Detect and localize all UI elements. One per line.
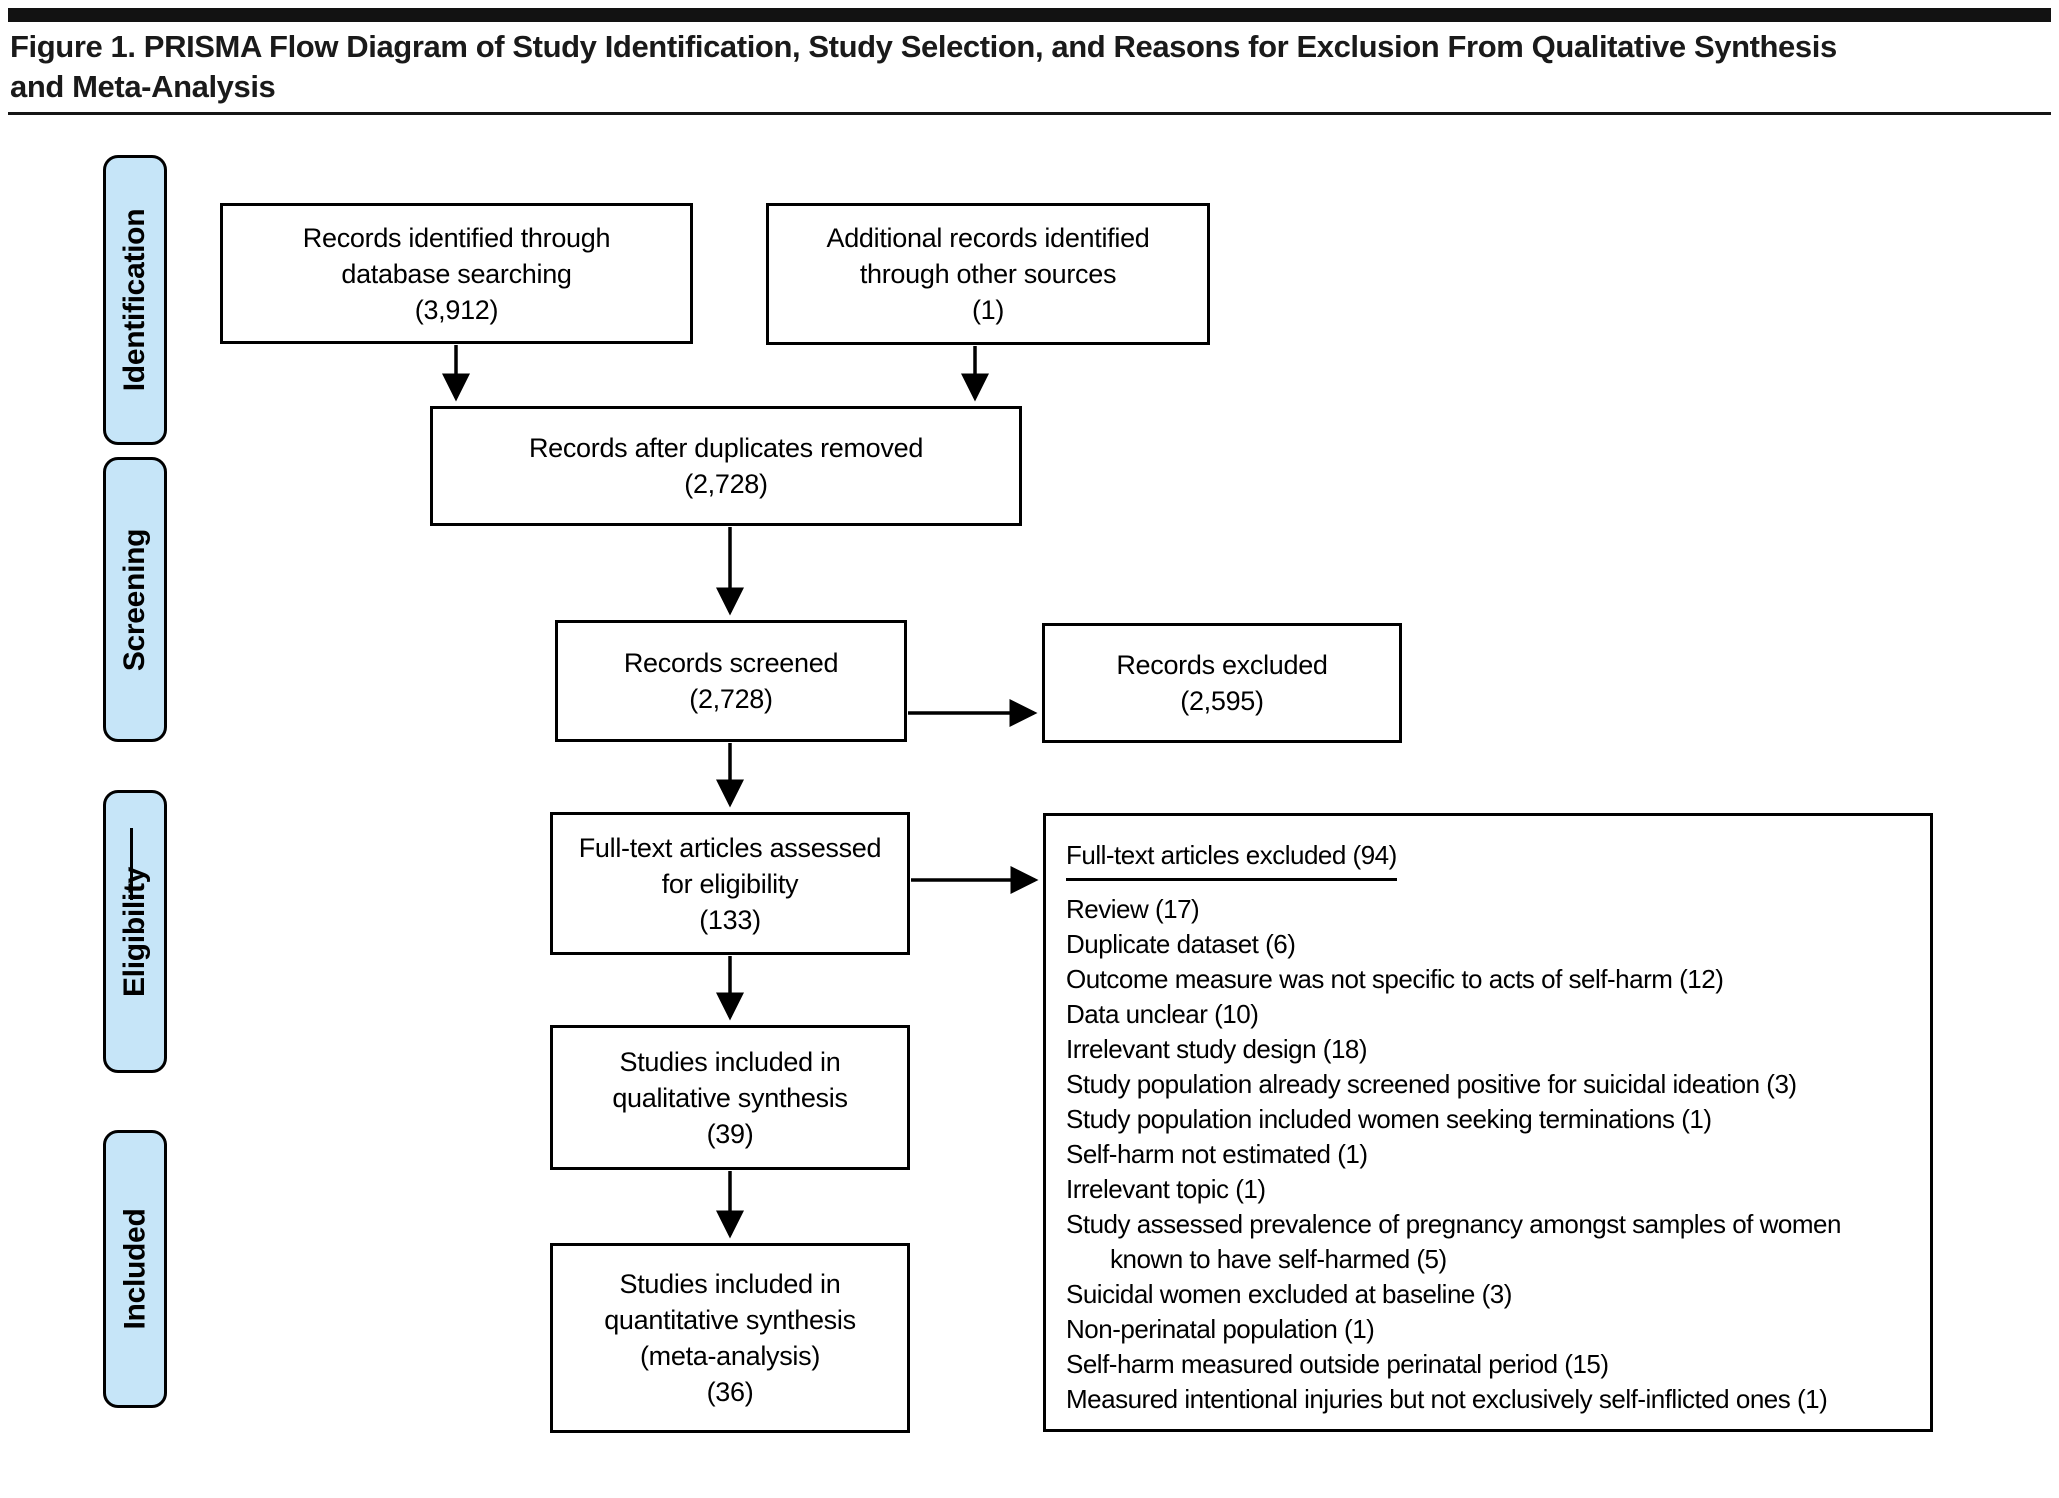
box-records-identified: Records identified through database searc…: [220, 203, 693, 344]
stage-label-text: Included: [118, 1208, 152, 1330]
exclusion-reason-item: Self-harm measured outside perinatal per…: [1066, 1349, 1609, 1379]
exclusion-reason-item: Irrelevant topic (1): [1066, 1174, 1266, 1204]
exclusions-title: Full-text articles excluded (94): [1066, 838, 1397, 881]
box-text: Additional records identified through oth…: [827, 220, 1150, 292]
exclusion-reason-item: Review (17): [1066, 894, 1200, 924]
box-text-line: through other sources: [859, 259, 1117, 289]
box-text: Records identified through database searc…: [302, 220, 611, 292]
exclusion-reason-item: Non-perinatal population (1): [1066, 1314, 1375, 1344]
box-count: (1): [971, 295, 1005, 325]
box-records-excluded: Records excluded (2,595): [1042, 623, 1402, 743]
box-count: (133): [699, 904, 761, 935]
box-fulltext-excluded-reasons: Full-text articles excluded (94) Review …: [1043, 813, 1933, 1432]
exclusion-reason-item: Outcome measure was not specific to acts…: [1066, 964, 1724, 994]
box-fulltext-assessed: Full-text articles assessed for eligibili…: [550, 812, 910, 955]
box-text-line: Studies included in: [619, 1046, 841, 1077]
box-count: (36): [706, 1377, 754, 1407]
stage-label-text: Screening: [118, 528, 152, 671]
box-text-line: quantitative synthesis: [604, 1305, 856, 1335]
exclusion-reason-item: Study assessed prevalence of pregnancy a…: [1066, 1209, 1841, 1274]
eligibility-strike-artifact: [130, 828, 133, 900]
box-text-line: Records identified through: [302, 222, 611, 253]
box-text: Records excluded: [1116, 647, 1328, 683]
box-text: Records screened: [623, 645, 839, 681]
box-count: (2,728): [689, 684, 773, 714]
box-text-line: for eligibility: [661, 868, 799, 899]
box-text-line: Records screened: [623, 648, 839, 678]
stage-label-text: Eligibility: [118, 866, 152, 997]
exclusion-reason-item: Study population included women seeking …: [1066, 1104, 1712, 1134]
box-text-line: Full-text articles assessed: [578, 832, 882, 863]
box-count: (2,728): [684, 469, 768, 499]
box-count: (2,595): [1180, 686, 1264, 716]
exclusion-reason-item: Irrelevant study design (18): [1066, 1034, 1368, 1064]
box-text-line: database searching: [341, 258, 572, 289]
figure-title: Figure 1. PRISMA Flow Diagram of Study I…: [10, 29, 1837, 104]
box-records-screened: Records screened (2,728): [555, 620, 907, 742]
box-text-line: qualitative synthesis: [612, 1082, 848, 1113]
exclusions-list: Review (17) Duplicate dataset (6) Outcome …: [1066, 892, 1922, 1417]
stage-label-included: Included: [103, 1130, 167, 1408]
title-divider-rule: [8, 112, 2051, 115]
top-rule-bar: [8, 8, 2051, 22]
exclusion-reason-item: Measured intentional injuries but not ex…: [1066, 1384, 1828, 1414]
exclusion-reason-item: Duplicate dataset (6): [1066, 929, 1296, 959]
box-quantitative-synthesis: Studies included in quantitative synthesi…: [550, 1243, 910, 1433]
box-additional-records: Additional records identified through oth…: [766, 203, 1210, 345]
box-qualitative-synthesis: Studies included in qualitative synthesis…: [550, 1025, 910, 1170]
box-text: Records after duplicates removed: [529, 430, 923, 466]
box-after-duplicates: Records after duplicates removed (2,728): [430, 406, 1022, 526]
box-text-line: Studies included in: [619, 1269, 841, 1299]
box-text: Studies included in quantitative synthesi…: [604, 1266, 856, 1374]
stage-label-identification: Identification: [103, 155, 167, 445]
exclusion-reason-item: Suicidal women excluded at baseline (3): [1066, 1279, 1512, 1309]
exclusion-reason-item: Self-harm not estimated (1): [1066, 1139, 1368, 1169]
box-text: Studies included in qualitative synthesis: [612, 1044, 848, 1116]
exclusion-reason-item: Study population already screened positi…: [1066, 1069, 1797, 1099]
box-text: Full-text articles assessed for eligibili…: [579, 830, 882, 902]
box-count: (39): [706, 1118, 754, 1149]
box-text-line: (meta-analysis): [639, 1341, 821, 1371]
stage-label-text: Identification: [118, 208, 151, 392]
box-text-line: Additional records identified: [826, 223, 1150, 253]
box-count: (3,912): [414, 294, 499, 325]
stage-label-screening: Screening: [103, 457, 167, 742]
box-text-line: Records after duplicates removed: [528, 433, 924, 463]
box-text-line: Records excluded: [1116, 650, 1328, 680]
stage-label-eligibility: Eligibility: [103, 790, 167, 1073]
exclusion-reason-item: Data unclear (10): [1066, 999, 1259, 1029]
